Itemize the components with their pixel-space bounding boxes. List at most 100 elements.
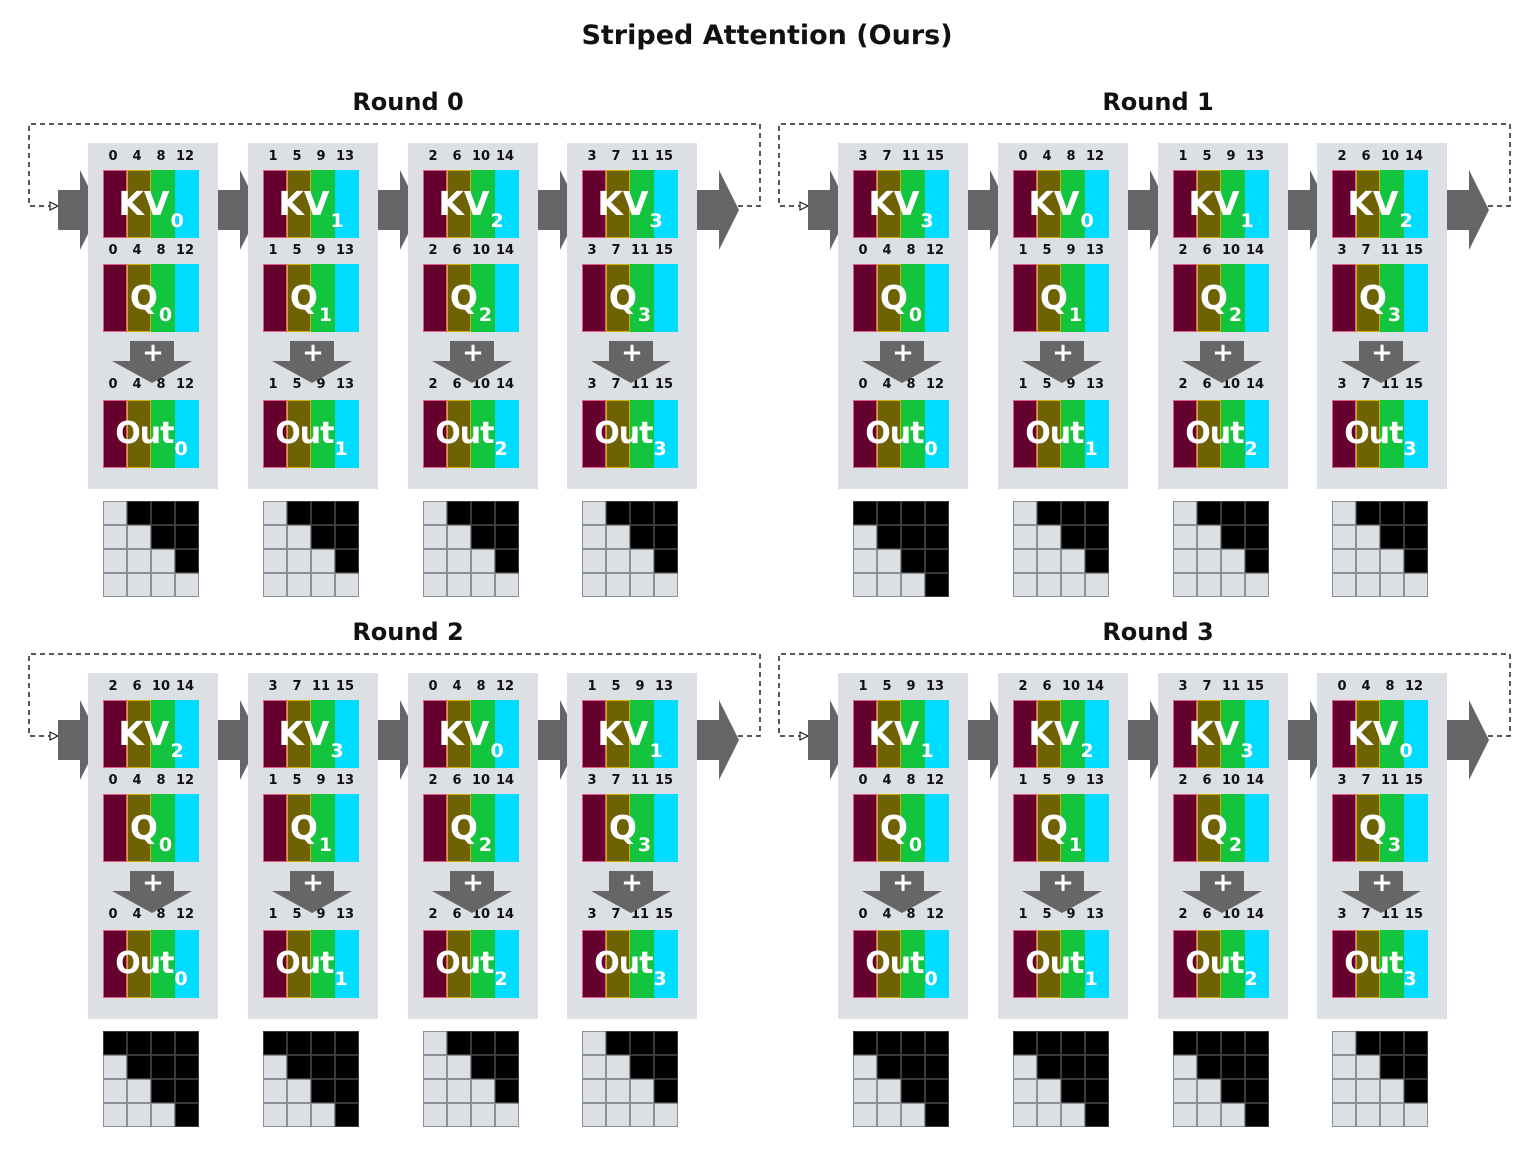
mask-cell-skipped [263,1055,287,1079]
dashed-loop-line [778,123,1511,207]
q-block: Q2 [1173,264,1269,332]
mask-cell-skipped [654,573,678,597]
mask-cell-skipped [582,1103,606,1127]
token-index: 5 [1042,773,1052,788]
mask-cell-skipped [1197,525,1221,549]
mask-cell-skipped [103,1055,127,1079]
stripe-segment [1332,794,1356,862]
mask-cell-computed [1404,1055,1428,1079]
token-index: 12 [175,773,195,788]
stripe-segment [853,700,877,768]
attention-mask-grid [1013,501,1109,597]
kv-block: KV3 [582,170,678,238]
token-index: 3 [858,149,868,164]
stripe-segment [175,700,199,768]
token-index: 15 [654,243,674,258]
token-index: 15 [654,907,674,922]
stripe-segment [1085,794,1109,862]
token-index: 9 [1226,149,1236,164]
token-index: 0 [108,773,118,788]
mask-cell-skipped [263,525,287,549]
mask-cell-computed [1061,1079,1085,1103]
token-index: 1 [268,243,278,258]
q-block: Q0 [103,264,199,332]
mask-cell-computed [287,1055,311,1079]
stripe-segment [1245,400,1269,468]
out-block: Out2 [423,400,519,468]
stripe-segment [654,930,678,998]
mask-cell-skipped [447,573,471,597]
stripe-segment [127,170,151,238]
mask-cell-skipped [127,549,151,573]
kv-block: KV0 [1013,170,1109,238]
token-index: 4 [882,377,892,392]
token-index: 5 [292,907,302,922]
stripe-segment [287,170,311,238]
mask-cell-skipped [1013,1079,1037,1103]
token-index: 1 [1018,377,1028,392]
token-index: 5 [1042,377,1052,392]
stripe-segment [495,930,519,998]
mask-cell-skipped [423,1055,447,1079]
stripe-segment [151,794,175,862]
mask-cell-skipped [1332,1031,1356,1055]
mask-cell-skipped [1332,1079,1356,1103]
mask-cell-skipped [1013,573,1037,597]
mask-cell-skipped [103,1103,127,1127]
stripe-segment [1085,264,1109,332]
stripe-segment [423,400,447,468]
token-index: 11 [1221,679,1241,694]
mask-cell-computed [1380,501,1404,525]
token-index: 7 [611,243,621,258]
mask-cell-computed [1085,525,1109,549]
token-index: 11 [630,149,650,164]
stripe-segment [127,794,151,862]
accumulate-arrow-icon [432,871,512,913]
mask-cell-skipped [103,525,127,549]
stripe-segment [151,930,175,998]
mask-cell-computed [1061,501,1085,525]
stripe-segment [1085,930,1109,998]
mask-cell-computed [1197,1055,1221,1079]
stripe-segment [1332,700,1356,768]
mask-cell-computed [654,549,678,573]
stripe-segment [877,170,901,238]
token-index: 11 [630,243,650,258]
mask-cell-skipped [1061,573,1085,597]
stripe-segment [175,930,199,998]
token-index: 13 [1085,243,1105,258]
token-index: 10 [471,907,491,922]
mask-cell-skipped [1197,573,1221,597]
q-block: Q1 [1013,794,1109,862]
token-index: 13 [1085,907,1105,922]
mask-cell-skipped [127,573,151,597]
stripe-segment [151,264,175,332]
mask-cell-computed [1404,549,1428,573]
attention-mask-grid [103,1031,199,1127]
token-index: 14 [495,149,515,164]
token-index: 5 [292,149,302,164]
mask-cell-skipped [1061,1103,1085,1127]
accumulate-arrow-icon [1022,871,1102,913]
token-index: 14 [495,243,515,258]
stripe-segment [582,930,606,998]
token-index: 13 [335,377,355,392]
stripe-segment [1380,170,1404,238]
mask-cell-computed [654,525,678,549]
token-index: 5 [292,377,302,392]
mask-cell-skipped [1173,1079,1197,1103]
mask-cell-skipped [1037,573,1061,597]
stripe-segment [311,794,335,862]
mask-cell-skipped [127,525,151,549]
stripe-segment [606,700,630,768]
stripe-segment [1061,400,1085,468]
token-index: 5 [292,243,302,258]
token-index: 13 [1085,773,1105,788]
token-index: 2 [1178,773,1188,788]
mask-cell-skipped [471,1079,495,1103]
